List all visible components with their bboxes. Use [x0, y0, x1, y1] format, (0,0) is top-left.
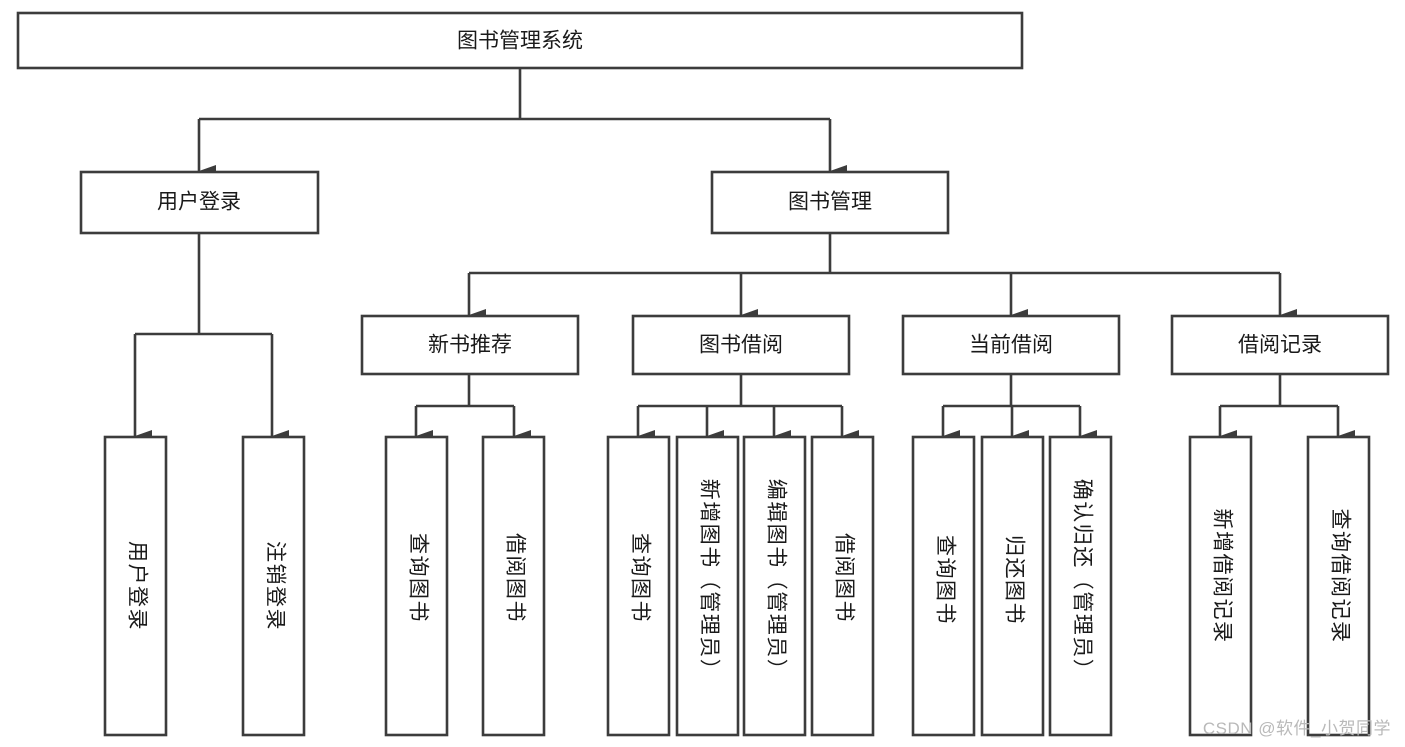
node-current-borrow-box[interactable] [901, 314, 1121, 376]
node-borrow-books-2-box[interactable] [810, 435, 875, 737]
node-query-books-2-box[interactable] [606, 435, 671, 737]
node-user-logout-action-label: 注销登录 [263, 541, 286, 631]
node-query-books-1-box[interactable] [384, 435, 449, 737]
node-new-book-recommend-label: 新书推荐 [428, 334, 512, 357]
node-book-management-box[interactable] [710, 170, 950, 235]
node-borrow-books-2-label: 借阅图书 [832, 533, 855, 623]
node-edit-book-admin-label: 编辑图书（管理员） [764, 479, 787, 682]
node-edit-book-admin-box[interactable] [742, 435, 807, 737]
node-book-borrow-label: 图书借阅 [699, 334, 783, 357]
node-user-login-box[interactable] [79, 170, 320, 235]
node-query-borrow-record-label: 查询借阅记录 [1328, 509, 1351, 644]
node-root-box[interactable] [16, 11, 1024, 70]
connector-layer [133, 68, 1355, 442]
node-root[interactable]: 图书管理系统 [16, 11, 1024, 70]
node-add-book-admin-label: 新增图书（管理员） [697, 479, 720, 682]
node-borrow-books-1-label: 借阅图书 [503, 533, 526, 623]
node-root-label: 图书管理系统 [457, 30, 583, 53]
node-user-logout-action-box[interactable] [241, 435, 306, 737]
node-add-book-admin[interactable]: 新增图书（管理员） [675, 435, 740, 737]
node-user-login-action[interactable]: 用户登录 [103, 435, 168, 737]
node-return-books[interactable]: 归还图书 [980, 435, 1045, 737]
node-book-borrow-box[interactable] [631, 314, 851, 376]
node-return-books-label: 归还图书 [1002, 535, 1025, 625]
node-borrow-records-box[interactable] [1170, 314, 1390, 376]
node-query-books-1-label: 查询图书 [406, 533, 429, 623]
node-query-books-3-label: 查询图书 [933, 535, 956, 625]
node-book-management[interactable]: 图书管理 [710, 170, 950, 235]
node-current-borrow-label: 当前借阅 [969, 334, 1053, 357]
node-query-books-3[interactable]: 查询图书 [911, 435, 976, 737]
node-add-borrow-record-box[interactable] [1188, 435, 1253, 737]
node-confirm-return-admin-label: 确认归还（管理员） [1070, 479, 1093, 682]
node-borrow-books-1-box[interactable] [481, 435, 546, 737]
node-book-borrow[interactable]: 图书借阅 [631, 314, 851, 376]
node-query-books-3-box[interactable] [911, 435, 976, 737]
node-user-logout-action[interactable]: 注销登录 [241, 435, 306, 737]
node-user-login-action-label: 用户登录 [125, 541, 148, 631]
node-new-book-recommend-box[interactable] [360, 314, 580, 376]
node-borrow-records-label: 借阅记录 [1238, 334, 1322, 357]
node-query-books-2-label: 查询图书 [628, 533, 651, 623]
node-query-borrow-record-box[interactable] [1306, 435, 1371, 737]
node-current-borrow[interactable]: 当前借阅 [901, 314, 1121, 376]
node-user-login[interactable]: 用户登录 [79, 170, 320, 235]
node-add-book-admin-box[interactable] [675, 435, 740, 737]
node-add-borrow-record-label: 新增借阅记录 [1210, 509, 1233, 644]
node-book-management-label: 图书管理 [788, 191, 872, 214]
node-borrow-books-2[interactable]: 借阅图书 [810, 435, 875, 737]
node-query-books-2[interactable]: 查询图书 [606, 435, 671, 737]
node-confirm-return-admin-box[interactable] [1048, 435, 1113, 737]
node-new-book-recommend[interactable]: 新书推荐 [360, 314, 580, 376]
node-user-login-label: 用户登录 [157, 191, 241, 214]
node-borrow-records[interactable]: 借阅记录 [1170, 314, 1390, 376]
node-query-books-1[interactable]: 查询图书 [384, 435, 449, 737]
node-query-borrow-record[interactable]: 查询借阅记录 [1306, 435, 1371, 737]
node-confirm-return-admin[interactable]: 确认归还（管理员） [1048, 435, 1113, 737]
node-return-books-box[interactable] [980, 435, 1045, 737]
node-borrow-books-1[interactable]: 借阅图书 [481, 435, 546, 737]
node-add-borrow-record[interactable]: 新增借阅记录 [1188, 435, 1253, 737]
node-user-login-action-box[interactable] [103, 435, 168, 737]
node-edit-book-admin[interactable]: 编辑图书（管理员） [742, 435, 807, 737]
